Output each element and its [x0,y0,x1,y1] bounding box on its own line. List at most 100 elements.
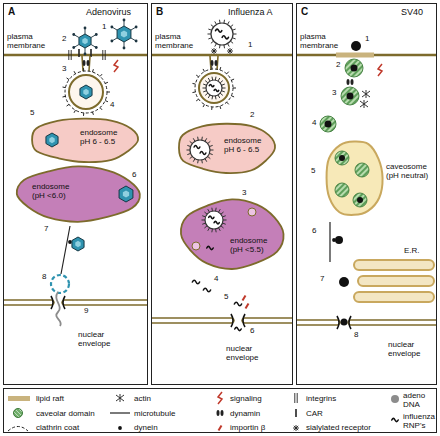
microtubule [110,412,130,413]
importin-symbol [218,425,223,431]
er-cisterna [358,276,434,286]
clathrin-tick [192,83,195,85]
legend-label: influenza RNP's [403,412,436,430]
legend-frame [4,389,437,433]
clathrin-tick [74,110,76,113]
endosome-outline [32,119,138,162]
er-cisterna [354,260,434,270]
car-symbol [78,49,80,57]
legend-label: clathrin coat [36,423,79,432]
adenovirus [72,27,97,56]
rnp-symbol [207,246,213,249]
dynamin-ring [347,79,350,85]
signaling-symbol [114,60,118,72]
rnp-symbol [200,152,206,155]
legend-label: caveolar domain [36,409,95,418]
callout-number: 8 [354,330,358,339]
sv40-virion [335,236,343,244]
adenovirus [119,186,133,202]
envelope-membrane [152,318,234,323]
vesicle-neck [82,56,90,71]
vesicle-membrane [199,73,229,103]
nuclear-pore [337,316,351,329]
fiber-knob [135,26,138,29]
caveolar-vesicle [320,116,336,132]
microtubule [329,222,330,262]
importin-symbol [245,303,250,309]
rnp-symbol [194,146,200,149]
caveolar-vesicle [353,193,367,207]
microtubule [61,226,70,274]
viral-envelope [211,23,233,45]
adenovirus-core [75,241,80,247]
clathrin-symbol [8,427,28,432]
sialylated-receptor-symbol [211,48,217,54]
clathrin-tick [211,66,212,69]
clathrin-tick [105,101,108,102]
clathrin-coat [63,68,110,116]
adenovirus-core [49,137,54,143]
dynamin-symbol [347,79,354,85]
dynamin-ring [211,60,214,66]
caveolar-vesicle [345,59,363,77]
adeno-dna-symbol [391,395,399,403]
disassembling-capsid [51,275,69,293]
nuclear-envelope [297,316,436,329]
endosome-shape: endosome pH 6 - 6.5 [28,116,140,164]
sv40-virion [351,65,358,72]
clathrin-tick [196,75,198,77]
clathrin-tick [67,104,69,106]
car-symbol [295,409,297,417]
dynamin-symbol [83,60,90,66]
callout-number: 5 [224,292,228,301]
nuclear-pore [231,314,245,327]
callout-number: 5 [311,166,315,175]
legend-swatch [8,396,30,401]
legend-label: lipid raft [36,394,64,403]
sialylated-receptor-symbol [293,425,299,431]
compartment-label: caveosome (pH neutral) [386,162,434,180]
envelope-membrane [62,300,147,305]
sv40-virion [341,319,348,326]
sv40-virion [339,155,345,161]
dynein-symbol [68,240,72,244]
viral-envelope [205,211,223,229]
car-symbol [90,49,92,57]
clathrin-tick [227,102,229,104]
panel-box: BInfluenza Aendosome pH 6 - 6.5endosome … [151,3,293,385]
fiber-knob [95,46,98,49]
callout-number: 4 [214,274,218,283]
influenza-virion [203,77,226,100]
callout-number: 6 [250,326,254,335]
compartment-label: endosome (pH <6.0) [32,182,78,200]
legend-label: actin [134,394,151,403]
rnp-symbol [203,288,210,292]
adenovirus-core [82,38,87,44]
panel-letter: C [301,6,308,17]
clathrin-tick [219,106,221,109]
signaling-symbol [378,64,382,76]
adenovirus-capsid [79,34,91,48]
dynamin-ring [87,60,90,66]
adenovirus [72,237,84,251]
panel-letter: B [156,6,163,17]
endosome-outline [17,166,140,221]
legend-label: dynein [134,423,158,432]
envelope-membrane [242,318,292,323]
structure-label: nuclear envelope [78,330,120,348]
clathrin-tick [211,107,212,110]
vesicle-neck [210,56,218,70]
plasma-membrane [152,54,292,57]
er-cisterna [354,292,434,302]
compartment-outline [180,196,288,272]
compartment-label: endosome pH 6 - 6.5 [224,136,270,154]
adenovirus-core [83,89,88,95]
callout-number: 1 [102,22,106,31]
panel-title: Adenovirus [86,7,131,17]
compartment-label: endosome (pH <5.5) [230,236,274,254]
rnp-symbol [214,89,219,91]
clathrin-tick [227,72,229,74]
adenovirus [80,85,92,99]
compartment-outline [350,246,437,308]
plasma-membrane [297,54,436,57]
